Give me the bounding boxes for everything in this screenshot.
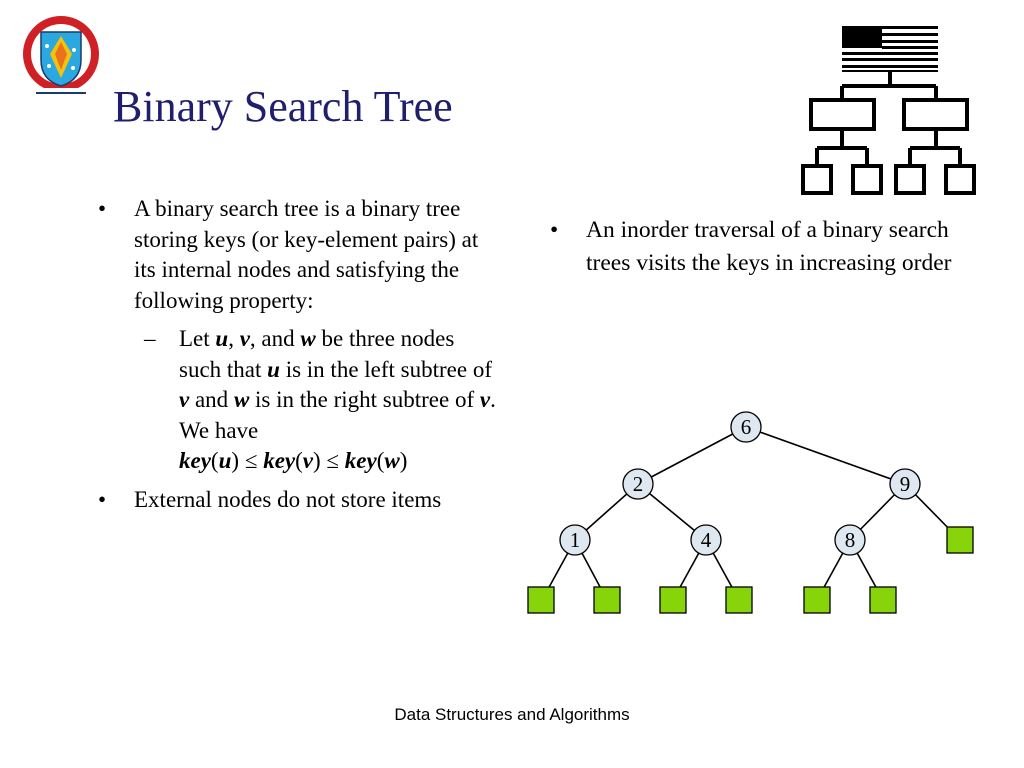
tree-node-8: 8 xyxy=(834,524,866,556)
external-leaf xyxy=(593,586,621,614)
external-nodes-bullet: • External nodes do not store items xyxy=(98,485,498,516)
property-sub-list: – Let u, v, and w be three nodes such th… xyxy=(134,324,498,477)
external-leaf xyxy=(725,586,753,614)
external-leaf xyxy=(869,586,897,614)
key-inequality: key(u) ≤ key(v) ≤ key(w) xyxy=(179,448,408,473)
external-nodes-text: External nodes do not store items xyxy=(134,486,442,512)
external-leaf xyxy=(946,526,974,554)
external-leaves xyxy=(527,526,974,614)
bullet-mark: • xyxy=(98,196,107,221)
org-tree-icon xyxy=(801,26,976,195)
inorder-text: An inorder traversal of a binary search … xyxy=(586,217,952,276)
tree-node-9: 9 xyxy=(889,468,921,500)
svg-text:9: 9 xyxy=(900,472,911,496)
institute-logo xyxy=(23,16,99,98)
bullet-mark: • xyxy=(550,217,559,243)
sub-bullet-dash: – xyxy=(144,326,156,351)
slide-footer: Data Structures and Algorithms xyxy=(394,705,630,724)
svg-text:1: 1 xyxy=(570,528,581,552)
tree-node-2: 2 xyxy=(622,468,654,500)
external-leaf xyxy=(659,586,687,614)
bullet-mark: • xyxy=(98,486,107,512)
definition-bullet: • A binary search tree is a binary tree … xyxy=(98,194,498,477)
edge-6-2 xyxy=(637,426,747,485)
property-text: Let u, v, and w be three nodes such that… xyxy=(179,326,496,443)
definition-bullet-list: • A binary search tree is a binary tree … xyxy=(98,194,498,515)
property-sub-bullet: – Let u, v, and w be three nodes such th… xyxy=(134,324,498,477)
tree-node-4: 4 xyxy=(690,524,722,556)
tree-node-1: 1 xyxy=(559,524,591,556)
inorder-bullet: • An inorder traversal of a binary searc… xyxy=(550,214,970,280)
page-title: Binary Search Tree xyxy=(113,82,453,131)
svg-text:4: 4 xyxy=(701,528,712,552)
svg-text:8: 8 xyxy=(845,528,856,552)
tree-edges xyxy=(541,426,961,601)
edge-6-9 xyxy=(745,426,906,485)
external-leaf xyxy=(803,586,831,614)
external-leaf xyxy=(527,586,555,614)
bst-diagram: 6 2 9 1 4 8 xyxy=(527,411,974,614)
svg-text:2: 2 xyxy=(633,472,644,496)
inorder-bullet-list: • An inorder traversal of a binary searc… xyxy=(550,214,970,280)
tree-node-6: 6 xyxy=(730,411,762,443)
definition-text: A binary search tree is a binary tree st… xyxy=(134,196,479,313)
svg-text:6: 6 xyxy=(741,415,752,439)
